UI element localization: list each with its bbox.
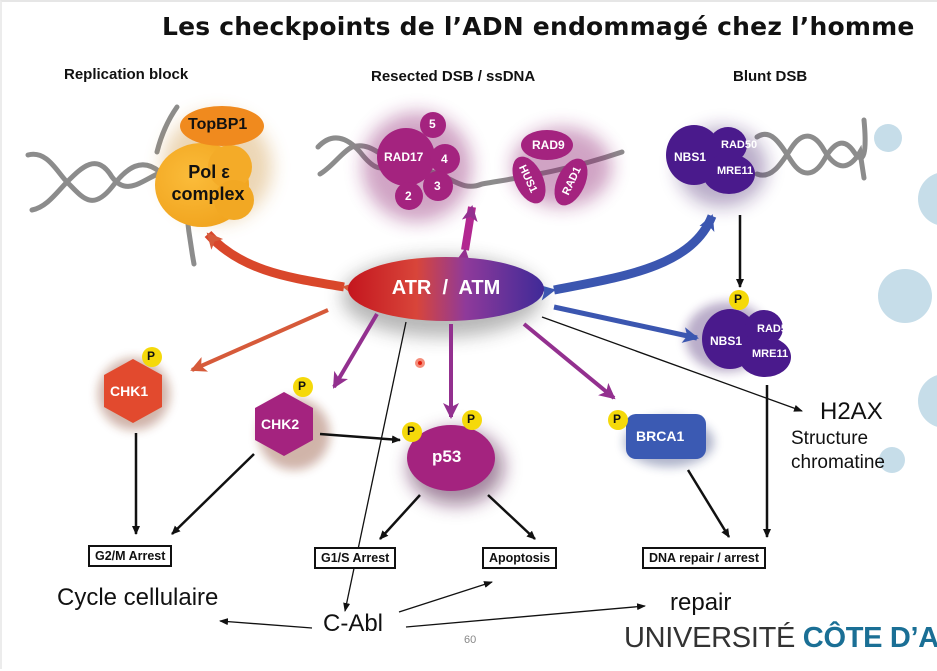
arrow-atr-brca1 <box>522 322 616 400</box>
atr-atm-label: ATR / ATM <box>391 277 501 299</box>
laser-pointer-core <box>418 361 422 365</box>
mrn-complex-top <box>666 125 755 194</box>
pol-complex-label: complex <box>171 184 245 204</box>
mrn-complex-bottom <box>702 309 791 377</box>
pol-epsilon-label: Pol ε <box>188 162 230 182</box>
rfc-subunit-5: 5 <box>429 117 436 131</box>
brca1-label: BRCA1 <box>636 428 685 444</box>
deco-circle <box>879 447 905 473</box>
p53-label: p53 <box>432 447 462 466</box>
phospho-label-brca1: P <box>613 412 622 426</box>
deco-circle <box>918 375 937 427</box>
pol-epsilon-complex <box>155 143 254 227</box>
arrow-cabl-apoptosis <box>398 581 493 613</box>
deco-circle <box>918 173 937 225</box>
c-abl-label: C-Abl <box>323 610 384 637</box>
arrow-cabl-cycle <box>219 618 313 629</box>
arrow-cabl-repair <box>405 603 646 628</box>
purple-double-arrow <box>454 205 478 266</box>
arrow-chk2-g2m <box>171 453 255 535</box>
rfc-subunit-4: 4 <box>441 152 448 166</box>
h2ax-label: H2AX <box>820 398 883 425</box>
g2m-arrest-box: G2/M Arrest <box>88 545 173 567</box>
phospho-chk1 <box>142 347 162 367</box>
structure-label: Structure <box>791 428 869 449</box>
arrow-atr-chk1 <box>190 308 329 372</box>
arrow-chk2-p53 <box>319 432 401 444</box>
topbp1-node <box>180 106 264 146</box>
chk2-node <box>255 392 313 456</box>
repair-label: repair <box>670 589 732 616</box>
phospho-brca1 <box>608 410 628 430</box>
chk2-label: CHK2 <box>261 416 300 432</box>
blue-double-arrow <box>538 214 717 301</box>
phospho-p53-top <box>462 410 482 430</box>
logo-text-universite: UNIVERSITÉ <box>624 622 803 654</box>
rad9-label: RAD9 <box>532 138 565 152</box>
p53-node <box>407 425 495 491</box>
nbs1-label-top: NBS1 <box>674 150 707 164</box>
phospho-markers <box>142 290 749 442</box>
deco-circle <box>878 269 932 323</box>
deco-circle <box>874 124 902 152</box>
phospho-label-mrn: P <box>734 292 743 306</box>
rfc-subunit-3: 3 <box>434 179 441 193</box>
topbp1-label: TopBP1 <box>188 116 248 133</box>
dna-repair-box: DNA repair / arrest <box>642 547 766 569</box>
mre11-label-bottom: MRE11 <box>752 348 789 360</box>
decorative-circles <box>874 124 937 473</box>
slide-title: Les checkpoints de l’ADN endommagé chez … <box>162 12 915 41</box>
atr-atm-node <box>348 257 544 321</box>
arrow-atr-chk2 <box>332 312 379 389</box>
university-logo: UNIVERSITÉ CÔTE D’AZU <box>624 622 937 655</box>
rfc-subunit-2: 2 <box>405 189 412 203</box>
cycle-cellulaire-label: Cycle cellulaire <box>57 584 219 611</box>
nbs1-label-bottom: NBS1 <box>710 334 743 348</box>
phospho-p53-left <box>402 422 422 442</box>
orange-double-arrow <box>204 230 360 298</box>
arrow-atr-mrn <box>553 304 699 343</box>
arrow-p53-apoptosis <box>487 494 536 540</box>
phospho-chk2 <box>293 377 313 397</box>
chk1-node <box>104 359 162 423</box>
section-blunt-dsb: Blunt DSB <box>733 68 808 85</box>
chromatine-label: chromatine <box>791 452 885 473</box>
rad17-rfc-complex <box>377 112 460 210</box>
rad50-label-bottom: RAD50 <box>757 323 794 335</box>
page-number: 60 <box>464 634 477 646</box>
section-replication-block: Replication block <box>64 66 189 83</box>
dna-blunt <box>754 117 868 181</box>
section-resected-dsb: Resected DSB / ssDNA <box>371 68 536 85</box>
rad50-label-top: RAD50 <box>721 139 758 151</box>
phospho-label-chk1: P <box>147 349 156 363</box>
phospho-label-chk2: P <box>298 379 307 393</box>
phospho-mrn <box>729 290 749 310</box>
brca1-node <box>626 414 706 459</box>
logo-text-cote-dazur: CÔTE D’AZU <box>802 622 937 654</box>
911-clamp <box>512 130 588 206</box>
phospho-label-p53-left: P <box>407 424 416 438</box>
g1s-arrest-box: G1/S Arrest <box>314 547 397 569</box>
arrow-atr-h2ax <box>541 316 803 412</box>
chk1-label: CHK1 <box>110 383 149 399</box>
dna-replication-fork <box>25 104 197 267</box>
phospho-label-p53-top: P <box>467 412 476 426</box>
arrow-brca1-repair <box>686 469 731 538</box>
arrow-p53-g1s <box>379 494 421 540</box>
apoptosis-box: Apoptosis <box>482 547 558 569</box>
rad17-label: RAD17 <box>384 150 424 164</box>
mre11-label-top: MRE11 <box>717 165 754 177</box>
